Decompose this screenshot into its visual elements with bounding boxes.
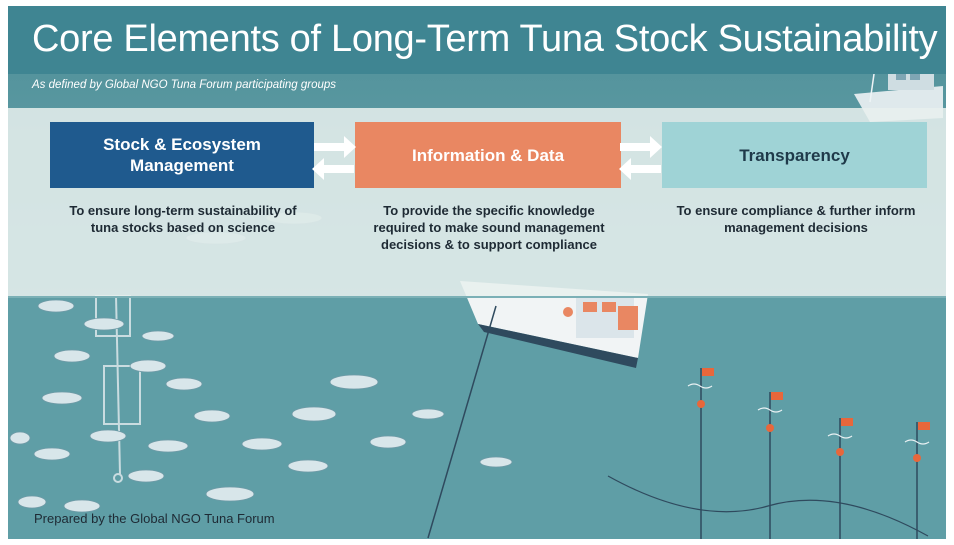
slide-title: Core Elements of Long-Term Tuna Stock Su… [32,18,938,60]
longline-buoy-icon [607,368,930,539]
stock-ecosystem-management-description: To ensure long-term sustainability of tu… [69,203,297,235]
arrow-left-icon [312,158,354,180]
arrow-right-icon [620,136,662,158]
slide: Core Elements of Long-Term Tuna Stock Su… [8,6,946,539]
transparency-label: Transparency [739,145,850,165]
arrow-left-icon [619,158,661,180]
information-data-box: Information & Data [355,122,621,188]
information-data-description: To provide the specific knowledge requir… [373,203,605,252]
information-data-label: Information & Data [411,145,565,165]
title-band [8,6,946,74]
fishing-vessel-icon [427,281,648,539]
transparency-box: Transparency [662,122,927,188]
sea-surface-line [8,296,946,298]
stock-ecosystem-management-label: Stock & Ecosystem Management [103,135,261,175]
stock-ecosystem-management-box: Stock & Ecosystem Management [50,122,314,188]
arrow-right-icon [314,136,356,158]
footer-credit: Prepared by the Global NGO Tuna Forum [34,511,275,526]
slide-subtitle: As defined by Global NGO Tuna Forum part… [32,79,337,91]
transparency-description: To ensure compliance & further inform ma… [676,203,916,235]
